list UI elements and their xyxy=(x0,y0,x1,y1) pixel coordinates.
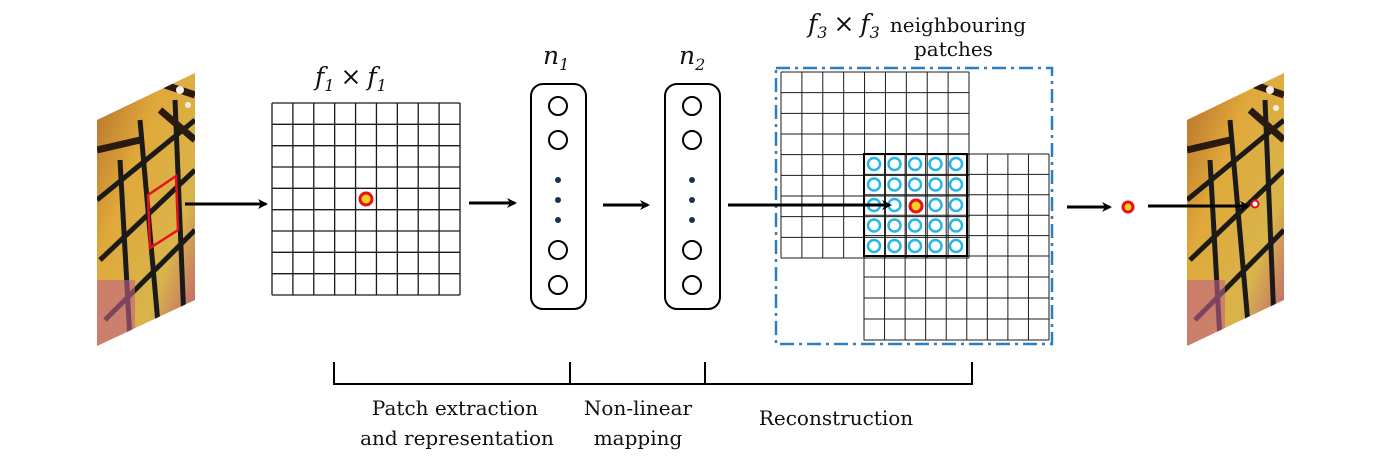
overlap-neighbour-pixels xyxy=(863,153,968,257)
neighbour-pixel xyxy=(948,218,964,233)
neighbour-pixel xyxy=(928,218,943,233)
neighbour-grid-bottom xyxy=(863,255,1050,341)
neighbour-pixel xyxy=(928,238,943,254)
neighbour-pixel xyxy=(866,177,882,192)
layer-n2 xyxy=(664,83,721,310)
neighbour-pixel xyxy=(907,177,923,192)
butterfly-input-icon xyxy=(97,73,195,346)
reconstruction-region xyxy=(774,66,1054,346)
neighbour-pixel xyxy=(928,156,943,172)
neighbour-pixel xyxy=(948,156,964,172)
neighbour-pixel xyxy=(948,197,964,213)
neighbour-pixel xyxy=(928,177,943,192)
bracket-patch-extraction xyxy=(333,362,571,385)
neighbour-pixel xyxy=(887,156,902,172)
neighbour-pixel xyxy=(887,177,902,192)
neighbour-pixel xyxy=(887,218,902,233)
stage-patch-line1: Patch extraction xyxy=(372,396,538,420)
bracket-reconstruction xyxy=(705,362,973,385)
neighbour-pixel xyxy=(907,156,923,172)
neighbour-label-line2: patches xyxy=(914,37,993,61)
neighbour-pixel xyxy=(866,238,882,254)
neighbour-pixel xyxy=(866,156,882,172)
output-image xyxy=(1187,73,1284,346)
neighbour-pixel xyxy=(928,197,943,213)
output-pixel xyxy=(1121,200,1135,214)
patch-grid xyxy=(271,102,461,296)
stage-patch-line2: and representation xyxy=(360,426,554,450)
neighbour-pixel xyxy=(887,197,902,213)
neighbour-pixel xyxy=(866,218,882,233)
stage-reconstruction: Reconstruction xyxy=(759,406,913,430)
stage-nonlinear-line2: mapping xyxy=(594,426,683,450)
butterfly-output-icon xyxy=(1187,73,1284,346)
input-image xyxy=(97,73,195,346)
bracket-nonlinear xyxy=(570,362,706,385)
neighbour-pixel xyxy=(887,238,902,254)
neighbour-pixel xyxy=(948,238,964,254)
recon-center-pixel xyxy=(908,198,924,214)
stage-brackets xyxy=(333,362,973,385)
n2-label: n2 xyxy=(679,41,705,74)
neighbour-pixel xyxy=(907,218,923,233)
flow-arrows xyxy=(185,198,1250,212)
patch-size-label: f1×f1 xyxy=(313,62,387,95)
neighbour-pixel xyxy=(948,177,964,192)
n1-label: n1 xyxy=(543,41,569,74)
layer-n1 xyxy=(530,83,587,310)
patch-center-pixel xyxy=(358,191,374,207)
stage-nonlinear-line1: Non-linear xyxy=(584,396,693,420)
neighbour-pixel xyxy=(907,238,923,254)
